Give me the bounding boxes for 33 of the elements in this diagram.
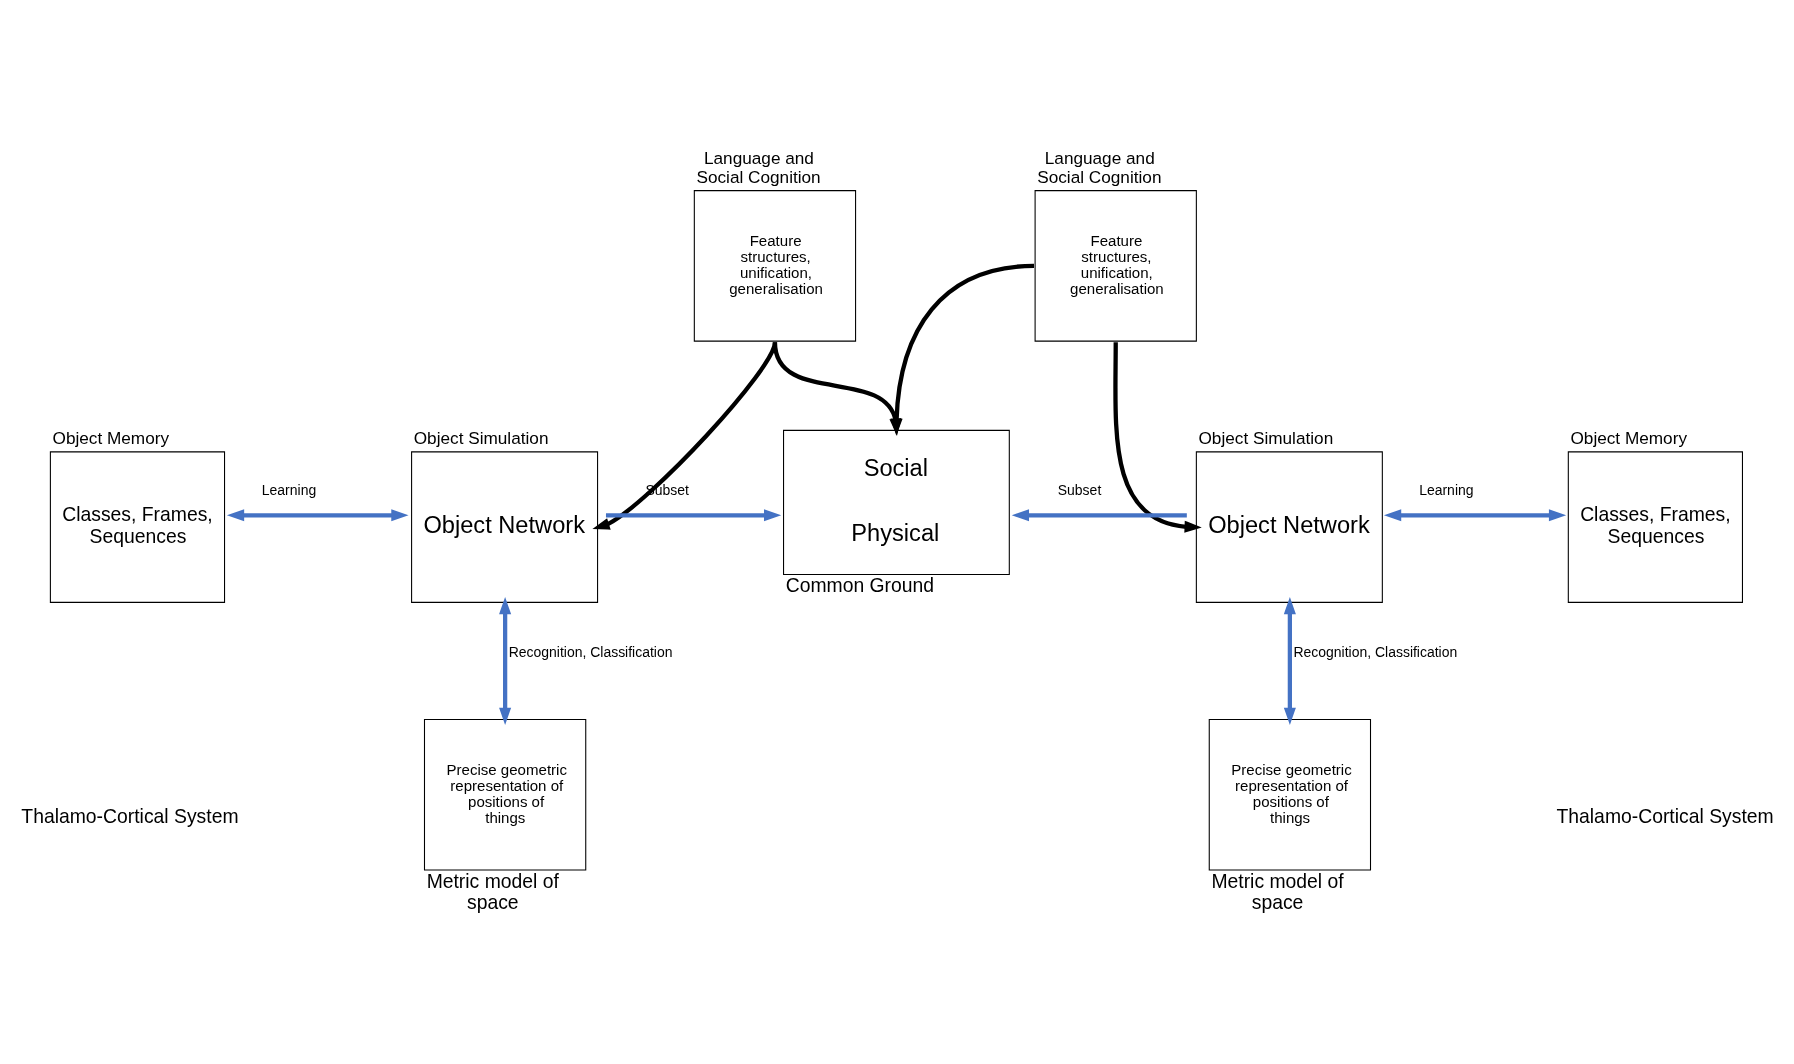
edge-label: Learning [1418, 481, 1474, 498]
edge-label: Recognition, Classification [1292, 643, 1457, 660]
node-label: Metric model of space [426, 869, 559, 913]
arrow [591, 341, 777, 530]
node-label: Object Simulation [1198, 427, 1333, 448]
node-label: Language and Social Cognition [695, 147, 821, 187]
node-box: Classes, Frames, Sequences [49, 450, 225, 603]
node-box: Classes, Frames, Sequences [1567, 450, 1743, 603]
edge-label: Subset [1057, 481, 1101, 498]
node-box: Object Network [1195, 450, 1383, 603]
arrow [1112, 341, 1202, 533]
arrow [226, 508, 409, 521]
edge-label: Recognition, Classification [508, 643, 672, 660]
node-box: Feature structures, unification, generalisation [693, 189, 856, 342]
node-label: Object Simulation [413, 427, 548, 448]
node-label: Language and Social Cognition [1036, 147, 1161, 187]
edge-label: Learning [261, 481, 316, 498]
arrow [1283, 596, 1296, 725]
label: Thalamo-Cortical System [1555, 804, 1774, 827]
node-box: Object Network [410, 450, 598, 603]
arrow [1383, 508, 1566, 521]
node-box: Social Physical [782, 429, 1010, 575]
arrow [605, 508, 781, 521]
node-label: Object Memory [52, 427, 169, 448]
node-label: Common Ground [785, 573, 934, 596]
node-box: Precise geometric representation of positions of things [1208, 718, 1371, 871]
arrow [498, 596, 511, 725]
node-box: Precise geometric representation of positions of things [423, 718, 586, 871]
node-box: Feature structures, unification, generalisation [1034, 189, 1197, 342]
node-label: Object Memory [1569, 427, 1687, 448]
node-label: Metric model of space [1210, 869, 1344, 913]
label: Thalamo-Cortical System [20, 804, 239, 827]
arrow [1011, 508, 1187, 521]
